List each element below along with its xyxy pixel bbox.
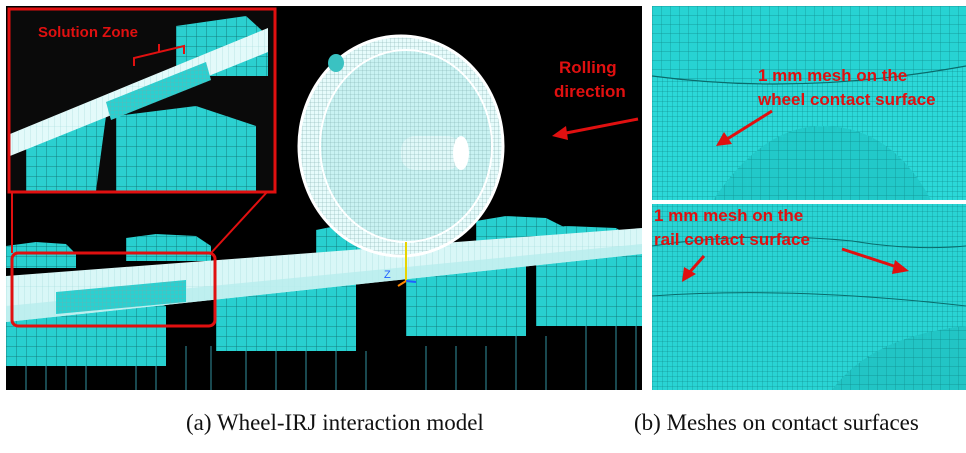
wheel-rail-model-figure: Z [6,7,642,390]
wheel-mesh-label-line1: 1 mm mesh on the [758,66,908,85]
wheel-irj-model-panel: Z [6,6,642,390]
solution-zone-label: Solution Zone [38,24,138,41]
caption-b: (b) Meshes on contact surfaces [634,410,919,435]
rail-contact-mesh [652,204,966,390]
wheel-mesh-arrow [716,109,773,146]
rolling-label-line1: Rolling [559,58,617,77]
axis-triad: Z [384,242,417,287]
rail-mesh-arrow-left [682,255,706,282]
wheel-contact-mesh [652,6,966,202]
sleeper [6,242,76,268]
rolling-label-line2: direction [554,82,626,101]
contact-mesh-panel: 1 mm mesh on the wheel contact surface 1… [652,6,966,390]
wheel [297,34,505,258]
rail [6,228,642,322]
axis-z-label: Z [384,269,391,281]
wheel-mesh-label-line2: wheel contact surface [758,90,936,109]
contact-mesh-figure [652,6,966,390]
rail-mesh-label-line1: 1 mm mesh on the [654,206,804,225]
panel-divider [652,200,966,204]
sleeper [126,234,211,261]
caption-a: (a) Wheel-IRJ interaction model [186,410,484,435]
solution-zone-highlight [10,251,217,328]
rolling-direction-arrow [552,117,639,140]
rail-mesh-arrow-right [841,247,909,274]
inset-zoom [7,7,277,194]
rail-mesh-label-line2: rail contact surface [654,230,810,249]
